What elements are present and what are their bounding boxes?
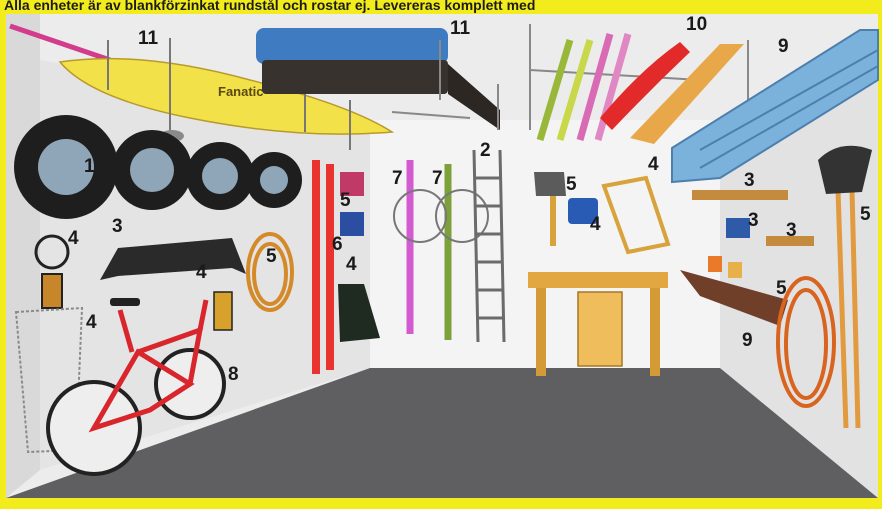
surfboard-brand-text: Fanatic bbox=[218, 84, 264, 99]
callout-2: 2 bbox=[480, 140, 491, 161]
callout-9-ladder: 9 bbox=[778, 36, 789, 57]
callout-3-vise: 3 bbox=[748, 210, 759, 231]
paint-can-2 bbox=[728, 262, 742, 278]
callout-1: 1 bbox=[84, 156, 95, 177]
callout-4-lantern: 4 bbox=[68, 228, 79, 249]
rim-3 bbox=[202, 158, 238, 194]
callout-7-left: 7 bbox=[392, 168, 403, 189]
callout-3-shelf: 3 bbox=[744, 170, 755, 191]
callout-9-shelf: 9 bbox=[742, 330, 753, 351]
callout-4-pump: 4 bbox=[196, 262, 207, 283]
bench-top bbox=[528, 272, 668, 288]
callout-5-boots: 5 bbox=[340, 190, 351, 211]
callout-3-clamp: 3 bbox=[786, 220, 797, 241]
wood-shelf bbox=[692, 190, 788, 200]
callout-5-hose: 5 bbox=[266, 246, 277, 267]
lantern bbox=[42, 274, 62, 308]
callout-6: 6 bbox=[332, 234, 343, 255]
ski-boot-2 bbox=[340, 212, 364, 236]
bike-pump bbox=[214, 292, 232, 330]
bench-drawers bbox=[578, 292, 622, 366]
bike-saddle bbox=[110, 298, 140, 306]
callout-4-saw: 4 bbox=[648, 154, 659, 175]
bench-leg-left bbox=[536, 288, 546, 376]
left-wall bbox=[6, 14, 40, 498]
bench-leg-right bbox=[650, 288, 660, 376]
caption-text: Alla enheter är av blankförzinkat rundst… bbox=[4, 0, 882, 13]
callout-5-hose-right: 5 bbox=[776, 278, 787, 299]
callout-8: 8 bbox=[228, 364, 239, 385]
vise-tool bbox=[726, 218, 750, 238]
callout-11-right: 11 bbox=[450, 18, 471, 39]
callout-4-jacket: 4 bbox=[346, 254, 357, 275]
callout-5-broom: 5 bbox=[860, 204, 871, 225]
callout-5-axe: 5 bbox=[566, 174, 577, 195]
mattress-top bbox=[256, 28, 448, 64]
rim-2 bbox=[130, 148, 174, 192]
ski-vertical-1 bbox=[312, 160, 320, 374]
rim-4 bbox=[260, 166, 288, 194]
paint-can-1 bbox=[708, 256, 722, 272]
callout-7-right: 7 bbox=[432, 168, 443, 189]
callout-10: 10 bbox=[686, 14, 707, 35]
axe-head bbox=[534, 172, 566, 196]
callout-11-left: 11 bbox=[138, 28, 159, 49]
mattress-bottom bbox=[262, 60, 448, 94]
callout-4-chains: 4 bbox=[86, 312, 97, 333]
ski-vertical-2 bbox=[326, 164, 334, 370]
callout-3-tray: 3 bbox=[112, 216, 123, 237]
callout-4-drill: 4 bbox=[590, 214, 601, 235]
